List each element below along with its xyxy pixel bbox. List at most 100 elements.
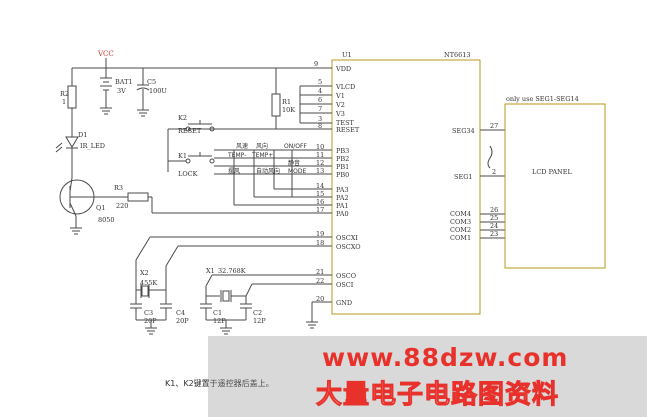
c5-value: 100U (149, 87, 167, 95)
pin-num-27: 27 (490, 122, 498, 130)
key-matrix: 风速 风向 ON/OFF TEMP- TEMP+ 静音 摆风 自动风向 MODE (214, 142, 318, 206)
lcd-panel: only use SEG1-SEG14 LCD PANEL (504, 95, 606, 269)
c1-ref: C1 (213, 309, 222, 317)
pin-num-25: 25 (490, 214, 498, 222)
pin-num-21: 21 (316, 268, 324, 276)
pin-num-13: 13 (316, 167, 324, 175)
key-temp-plus: TEMP+ (251, 152, 273, 159)
r1-ref: R1 (282, 98, 291, 106)
pin-name-gnd: GND (336, 299, 352, 307)
key-speed: 风速 (236, 143, 248, 150)
pin-name-vlcd: VLCD (335, 83, 355, 91)
pin-name-seg34: SEG34 (452, 127, 475, 135)
pin-num-10: 10 (316, 143, 324, 151)
pin-num-22: 22 (316, 277, 324, 285)
ic-left-pins: 9 VDD 5 VLCD 4 V1 6 V2 7 V3 3 TEST 8 RES… (314, 60, 361, 307)
c5-ref: C5 (147, 78, 156, 86)
c4-value: 20P (176, 317, 189, 325)
pin-name-pb2: PB2 (336, 155, 349, 163)
k1-ref: K1 (178, 152, 187, 160)
led-driver: R2 1 D1 IR_LED Q1 8050 R3 220 (55, 68, 318, 235)
pin-name-com4: COM4 (450, 210, 471, 218)
watermark-url: www.88dzw.com (322, 343, 569, 372)
lcd-bias-bus (299, 85, 318, 124)
key-direction: 风向 (256, 142, 268, 150)
ground-u1 (306, 301, 318, 329)
pin-num-18: 18 (316, 239, 324, 247)
pin-name-pa0: PA0 (336, 210, 349, 218)
pin-name-oscxo: OSCXO (336, 243, 361, 251)
vcc-label: VCC (97, 50, 114, 58)
pin-num-11: 11 (316, 151, 324, 159)
x1-ref: X1 (206, 267, 215, 275)
x2-value: 455K (140, 279, 157, 287)
pin-num-6: 6 (318, 96, 322, 104)
q1-ref: Q1 (96, 204, 105, 212)
x1-value: 32.768K (218, 267, 246, 275)
key-mute: 静音 (288, 159, 300, 167)
footnote: K1、K2键置于遥控器后盖上。 (165, 379, 274, 388)
r2-value: 1 (62, 98, 66, 106)
k2-ref: K2 (178, 114, 187, 122)
pin-name-osco: OSCO (336, 272, 356, 280)
pin-num-16: 16 (316, 198, 324, 206)
key-swing: 摆风 (228, 167, 240, 175)
d1-value: IR_LED (80, 142, 105, 150)
pin-name-pa2: PA2 (336, 194, 349, 202)
pin-name-pa3: PA3 (336, 186, 349, 194)
watermark-band (208, 336, 647, 417)
pin-name-vdd: VDD (335, 65, 351, 73)
pin-name-pb3: PB3 (336, 147, 349, 155)
pin-name-osci: OSCI (336, 281, 354, 289)
lcd-note: only use SEG1-SEG14 (506, 95, 579, 103)
pin-num-23: 23 (490, 230, 498, 238)
key-k2-reset: K2 RESET (167, 114, 276, 150)
pin-name-pb1: PB1 (336, 163, 349, 171)
watermark-text: 大量电子电路图资料 (315, 380, 560, 411)
r2-ref: R2 (60, 90, 69, 98)
d1-ref: D1 (78, 131, 87, 139)
ic-ref: U1 (342, 51, 352, 59)
pin-num-8: 8 (318, 122, 322, 130)
q1-value: 8050 (98, 216, 115, 224)
pin-name-com2: COM2 (450, 226, 471, 234)
pin-name-oscxi: OSCXI (336, 234, 358, 242)
vcc-rail: VCC (72, 50, 318, 69)
pin-name-v2: V2 (335, 101, 345, 109)
pin-num-15: 15 (316, 190, 324, 198)
bat1-value: 3V (117, 87, 126, 95)
pin-num-3: 3 (318, 115, 322, 123)
pin-num-7: 7 (318, 105, 322, 113)
pin-name-v1: V1 (335, 92, 345, 100)
c3-ref: C3 (144, 309, 153, 317)
crystal-x1: X1 32.768K C1 12P C2 12P (200, 267, 318, 335)
key-k1-lock: K1 LOCK (167, 150, 215, 178)
capacitor-c5: C5 100U (136, 68, 167, 117)
pin-name-v3: V3 (335, 110, 345, 118)
pin-num-19: 19 (316, 230, 324, 238)
pin-num-2: 2 (492, 168, 496, 176)
pin-num-5: 5 (318, 78, 322, 86)
pin-num-14: 14 (316, 182, 324, 190)
pin-name-reset: RESET (336, 126, 360, 134)
pin-num-17: 17 (316, 206, 324, 214)
ic-u1: U1 NT6613 (331, 51, 481, 315)
ic-right-pins: SEG34 27 SEG1 2 COM4 26 COM3 25 COM2 24 … (450, 122, 505, 242)
x2-ref: X2 (140, 269, 149, 277)
pin-num-9: 9 (314, 60, 318, 68)
c1-value: 12P (213, 317, 226, 325)
key-onoff: ON/OFF (284, 143, 307, 150)
crystal-x2: X2 455K C3 20P C4 20P (130, 236, 318, 335)
battery-bat1: BAT1 3V (100, 68, 133, 115)
pin-name-com1: COM1 (450, 234, 471, 242)
k1-value: LOCK (178, 170, 198, 178)
r3-ref: R3 (114, 184, 123, 192)
key-temp-minus: TEMP- (227, 152, 246, 159)
pin-name-pa1: PA1 (336, 202, 349, 210)
c2-value: 12P (253, 317, 266, 325)
bat1-ref: BAT1 (115, 78, 133, 86)
pin-num-4: 4 (318, 87, 322, 95)
resistor-r1: R1 10K (271, 68, 318, 130)
